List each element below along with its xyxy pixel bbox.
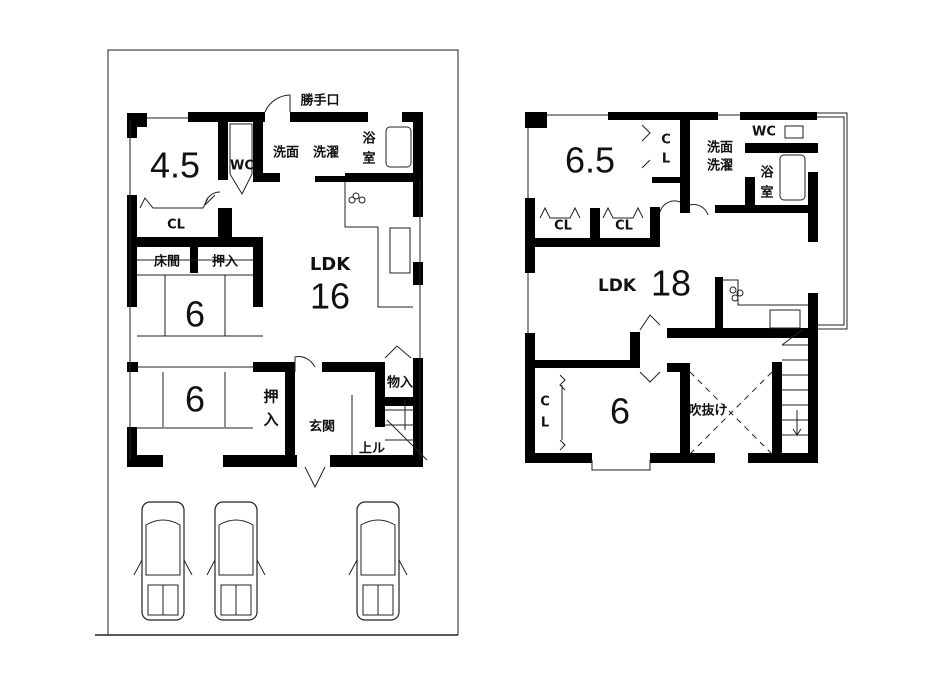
label-atrium: 吹抜け <box>688 403 727 419</box>
wall <box>413 262 423 285</box>
wall <box>740 112 817 120</box>
first-floor-details <box>129 94 428 489</box>
wall <box>715 277 723 330</box>
label-entrance: 玄関 <box>309 419 335 435</box>
wall <box>127 362 138 372</box>
wall <box>745 177 755 207</box>
wall <box>383 397 415 406</box>
wall <box>218 112 228 180</box>
label-room-6b: 6 <box>185 379 205 420</box>
label-back-door: 勝手口 <box>300 93 339 109</box>
wall <box>218 208 232 247</box>
label-storage: 物入 <box>387 375 413 391</box>
label-cl2-v1: C <box>540 395 550 410</box>
wall <box>375 362 385 427</box>
label-washroom: 洗面 <box>273 145 299 161</box>
wall <box>652 177 682 183</box>
wall <box>808 293 818 463</box>
wall <box>772 362 782 463</box>
wall <box>223 455 297 467</box>
wall <box>748 453 818 463</box>
label-laundry: 洗濯 <box>707 158 733 174</box>
wall <box>680 112 690 213</box>
wall <box>330 455 423 467</box>
wall <box>525 198 535 273</box>
label-wc: WC <box>752 125 776 140</box>
site-boundary <box>95 49 459 636</box>
wall <box>253 173 280 182</box>
label-closet: CL <box>167 218 185 233</box>
car <box>133 501 193 621</box>
label-washroom: 洗面 <box>707 140 733 156</box>
wall <box>413 358 423 467</box>
label-bath-1: 浴 <box>760 165 774 181</box>
label-closet-a: CL <box>554 219 572 234</box>
parking-cars <box>133 501 408 621</box>
wall <box>402 112 423 122</box>
wall <box>413 112 423 217</box>
label-ldk-size: 16 <box>310 276 350 317</box>
wall <box>127 237 263 247</box>
label-room-6a: 6 <box>185 294 205 335</box>
label-cl2-v2: L <box>541 416 549 431</box>
label-bath-2: 室 <box>760 185 773 201</box>
label-cl-v1: C <box>661 133 671 148</box>
wall <box>650 453 715 463</box>
car <box>348 501 408 621</box>
label-laundry: 洗濯 <box>313 145 339 161</box>
wall <box>608 112 718 120</box>
label-closet-b: CL <box>615 219 633 234</box>
label-bath-1: 浴 <box>362 131 376 147</box>
wall <box>650 207 660 247</box>
wall <box>525 453 592 463</box>
wall <box>715 205 818 213</box>
wall <box>253 112 263 180</box>
wall <box>345 173 423 182</box>
wall <box>127 195 137 307</box>
second-floor-labels: 6.5 C L 洗面 洗濯 WC 浴 室 CL CL LDK 18 C L 6 … <box>540 125 776 432</box>
wall <box>590 208 600 247</box>
wall <box>127 455 163 467</box>
first-floor-walls <box>127 112 423 467</box>
second-floor-details <box>527 112 848 471</box>
label-wc: WC <box>230 159 254 174</box>
wall <box>630 332 640 367</box>
label-tokonoma: 床間 <box>154 254 180 270</box>
label-room-6: 6 <box>610 391 630 432</box>
wall <box>808 172 818 242</box>
label-oshiire: 押入 <box>212 254 238 270</box>
second-floor-walls <box>525 112 818 463</box>
label-bath-2: 室 <box>362 151 375 167</box>
wall <box>127 427 137 467</box>
first-floor-labels: 勝手口 4.5 WC 洗面 洗濯 浴 室 CL 床間 押入 LDK 16 6 6… <box>150 93 413 457</box>
label-ldk-size: 18 <box>651 263 691 304</box>
wall <box>253 362 293 372</box>
label-room-4-5: 4.5 <box>150 145 200 186</box>
wall <box>315 176 347 182</box>
wall <box>525 360 640 368</box>
label-room-6-5: 6.5 <box>565 140 615 181</box>
wall <box>290 112 368 122</box>
wall <box>680 363 690 463</box>
wall <box>127 113 137 138</box>
wall <box>322 362 383 372</box>
wall <box>745 143 818 153</box>
label-stairs-up: 上ル <box>359 442 385 457</box>
wall <box>253 237 263 307</box>
wall <box>667 363 690 372</box>
label-ldk: LDK <box>598 276 637 296</box>
wall <box>525 333 535 463</box>
car <box>206 501 266 621</box>
label-oshiire-v1: 押 <box>263 388 278 406</box>
wall <box>525 112 535 128</box>
label-oshiire-v2: 入 <box>263 411 278 429</box>
label-ldk: LDK <box>310 254 351 275</box>
label-cl-v2: L <box>662 152 670 167</box>
wall <box>667 328 818 338</box>
wall <box>285 362 295 465</box>
